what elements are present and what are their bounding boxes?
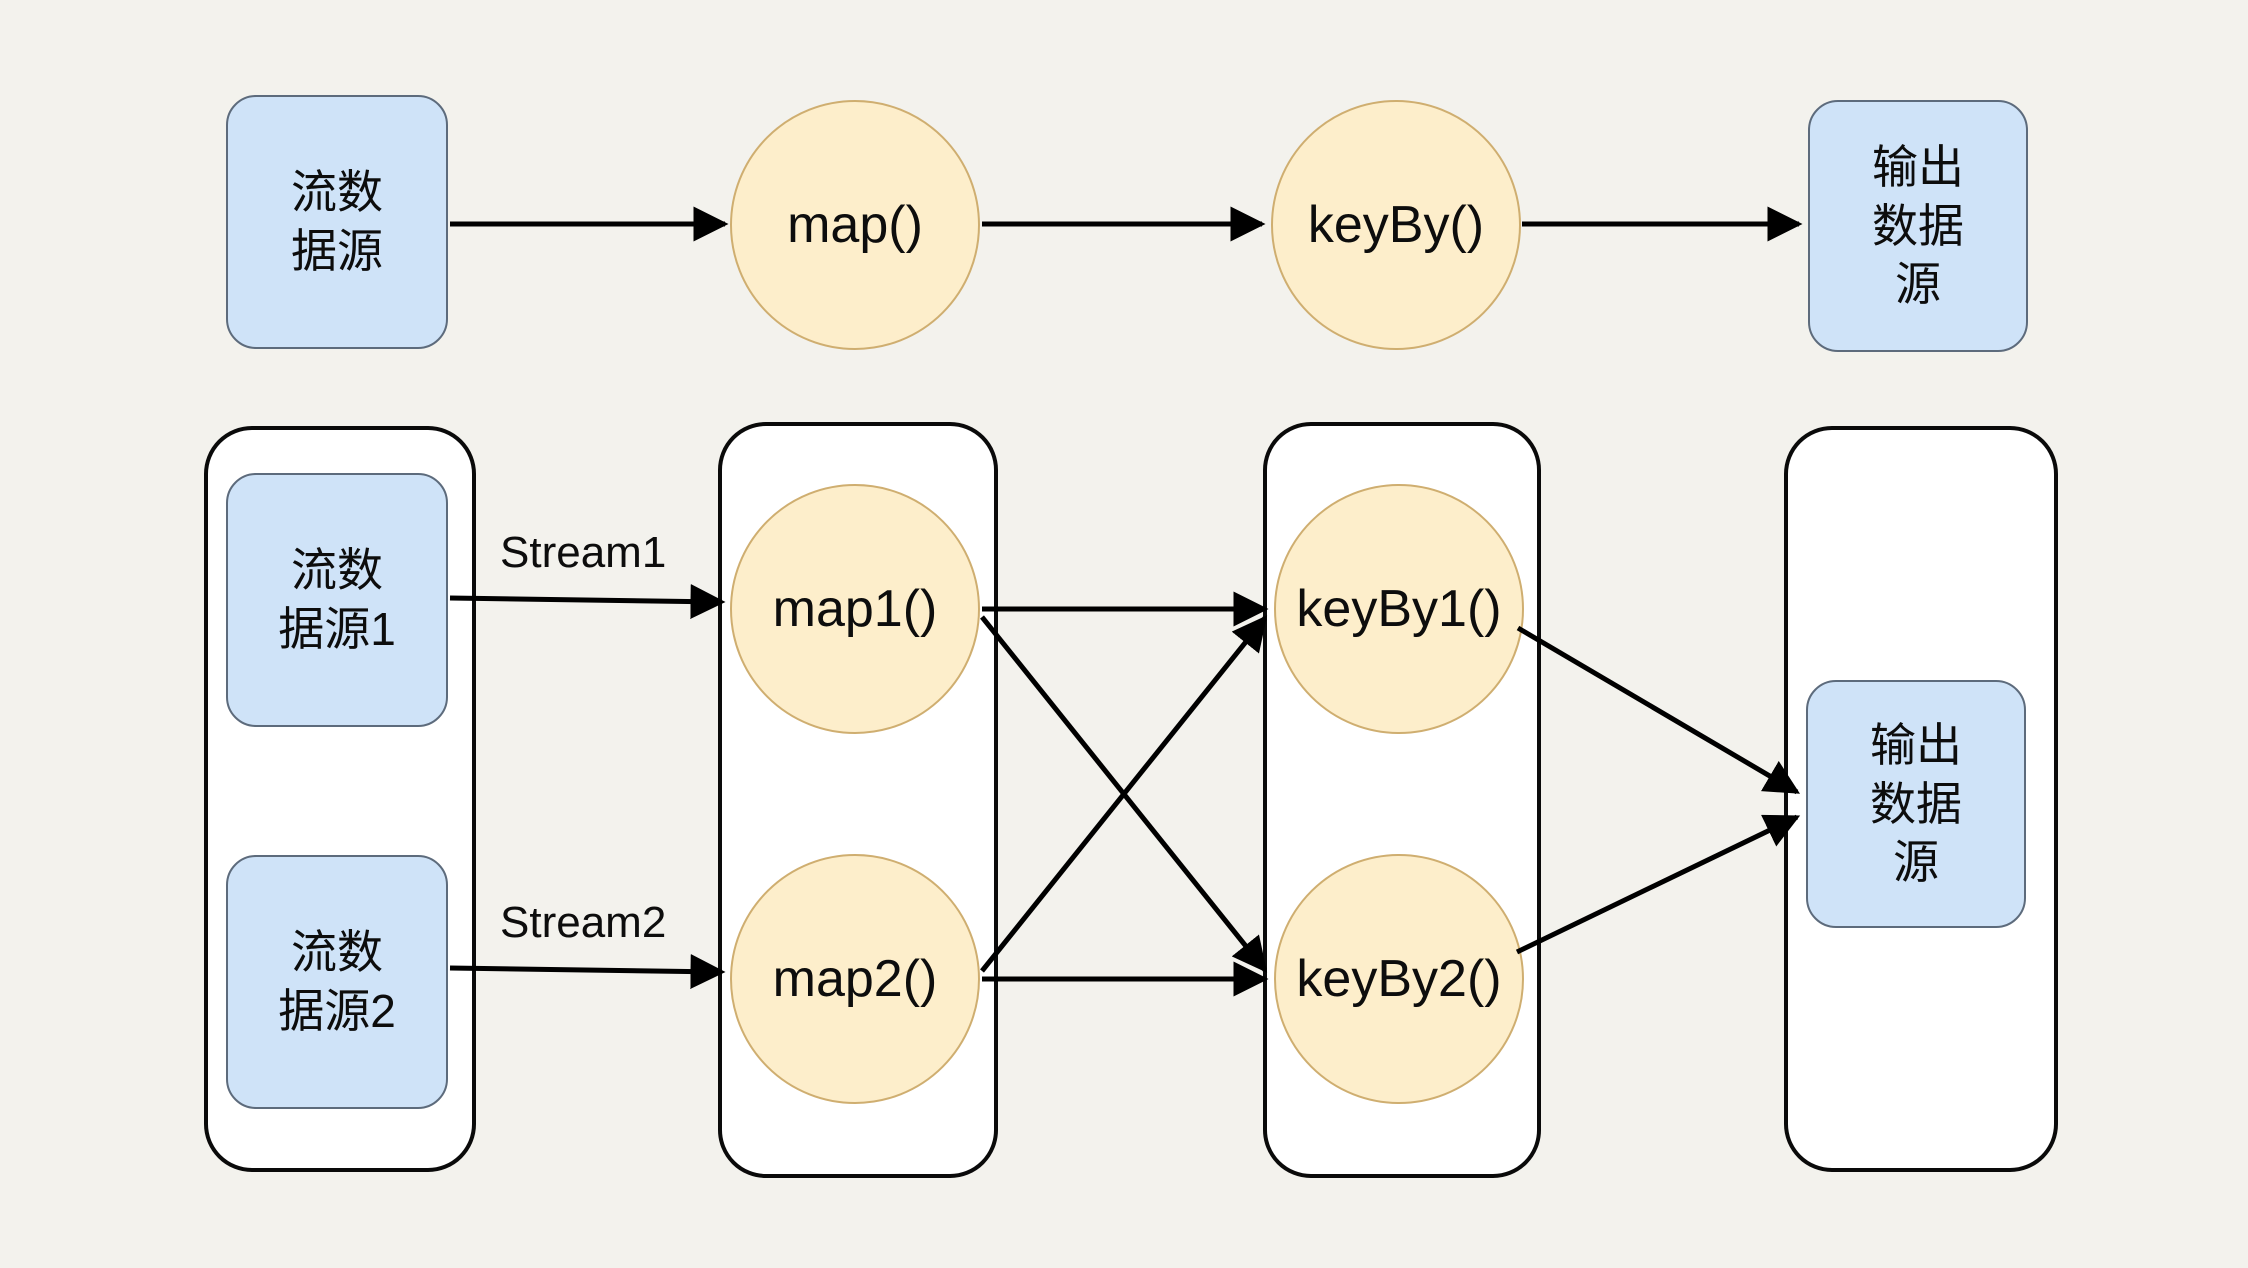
map1-operator-node: map1() [730,484,980,734]
source2-node: 流数 据源2 [226,855,448,1109]
keyby-operator-node: keyBy() [1271,100,1521,350]
stream1-edge-label: Stream1 [500,528,667,577]
edge-source2-to-map2 [449,954,726,990]
edge-keyby1-to-sink [1516,625,1801,795]
keyby1-operator-node: keyBy1() [1274,484,1524,734]
edge-keyby2-to-sink [1515,814,1801,955]
map2-operator-node: map2() [730,854,980,1104]
edge-source1-to-map1 [449,584,726,620]
keyby2-operator-node: keyBy2() [1274,854,1524,1104]
source1-node: 流数 据源1 [226,473,448,727]
source-node: 流数 据源 [226,95,448,349]
map-operator-node: map() [730,100,980,350]
edge-map2-to-keyby1 [980,615,1268,973]
sink-parallel-node: 输出 数据 源 [1806,680,2026,928]
sink-node: 输出 数据 源 [1808,100,2028,352]
stream2-edge-label: Stream2 [500,898,667,947]
